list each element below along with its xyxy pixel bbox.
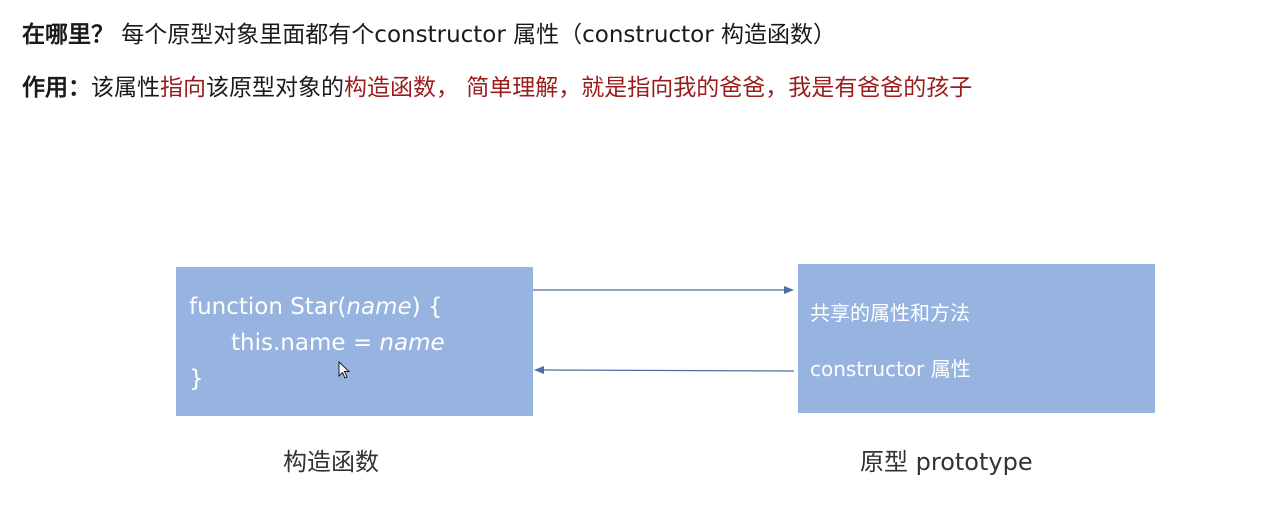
use-line: 作用：该属性指向该原型对象的构造函数， 简单理解，就是指向我的爸爸，我是有爸爸的… [22, 73, 972, 103]
use-text-red-2: 构造函数， 简单理解，就是指向我的爸爸，我是有爸爸的孩子 [344, 75, 973, 101]
prototype-box: 共享的属性和方法 constructor 属性 [798, 264, 1155, 413]
mouse-cursor-icon [338, 361, 351, 379]
use-text-red-1: 指向 [160, 75, 206, 101]
where-label: 在哪里？ [22, 22, 114, 48]
code-line-3: } [189, 366, 204, 392]
arrow-to-constructor [534, 366, 795, 374]
use-label: 作用： [22, 75, 91, 101]
prototype-shared-members: 共享的属性和方法 [810, 301, 970, 325]
code-line-1-param: name [346, 294, 412, 320]
code-line-2-param: name [379, 330, 445, 356]
code-line-1-start: function Star( [189, 294, 347, 320]
code-line-1: function Star(name) { [189, 289, 443, 325]
code-line-2: this.name = name [231, 325, 445, 361]
prototype-caption: 原型 prototype [860, 448, 1033, 476]
code-line-2-start: this.name = [231, 330, 380, 356]
use-text-1: 该属性 [91, 75, 160, 101]
arrow-to-prototype [533, 286, 794, 294]
prototype-constructor-property: constructor 属性 [810, 357, 971, 381]
code-line-1-end: ) { [411, 294, 443, 320]
where-line: 在哪里？ 每个原型对象里面都有个constructor 属性（construct… [22, 20, 836, 50]
use-text-2: 该原型对象的 [206, 75, 344, 101]
constructor-box: function Star(name) { this.name = name } [176, 267, 533, 416]
constructor-caption: 构造函数 [283, 448, 379, 476]
where-text: 每个原型对象里面都有个constructor 属性（constructor 构造… [114, 22, 836, 48]
